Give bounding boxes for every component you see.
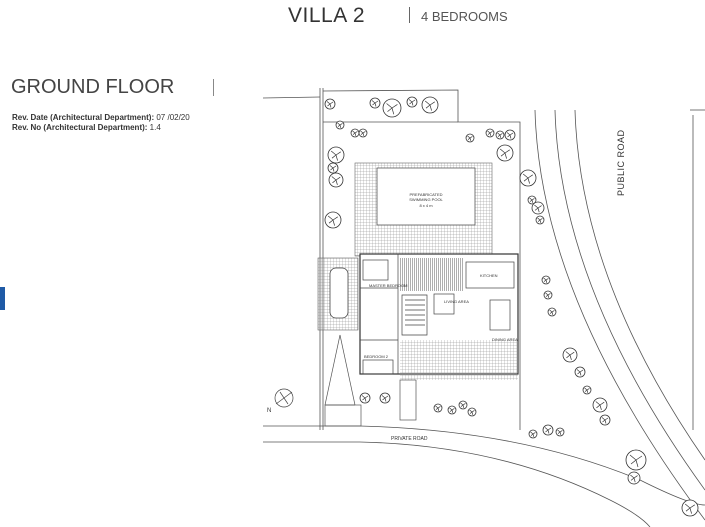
tree-icon (681, 499, 699, 517)
tree-icon (527, 195, 537, 205)
tree-icon (555, 427, 565, 437)
tree-icon (627, 471, 641, 485)
tree-icon (592, 397, 608, 413)
tree-icon (625, 449, 647, 471)
tree-icon (359, 392, 371, 404)
tree-icon (531, 201, 545, 215)
bedrooms-subtitle: 4 BEDROOMS (421, 9, 508, 24)
tree-icon (541, 275, 551, 285)
floor-title: GROUND FLOOR (11, 76, 175, 98)
tree-icon (465, 133, 475, 143)
tree-icon (599, 414, 611, 426)
rev-no: Rev. No (Architectural Department): 1.4 (12, 123, 161, 132)
site-lines (262, 88, 705, 527)
public-road-label: PUBLIC ROAD (616, 129, 626, 196)
villa-title: VILLA 2 (288, 4, 366, 27)
pool-label: PREFABRICATED (409, 192, 442, 197)
tree-icon (496, 144, 514, 162)
svg-text:N: N (267, 408, 271, 414)
tree-icon (467, 407, 477, 417)
tree-icon (582, 385, 592, 395)
tree-icon (421, 96, 439, 114)
interior (360, 254, 515, 375)
tree-icon (327, 146, 345, 164)
tree-icon (369, 97, 381, 109)
compass-icon: N (267, 388, 294, 414)
tree-icon (519, 169, 537, 187)
rev-date: Rev. Date (Architectural Department): 07… (12, 113, 190, 122)
tree-icon (379, 392, 391, 404)
pool-label: SWIMMING POOL (409, 197, 443, 202)
tree-icon (433, 403, 443, 413)
divider (213, 79, 214, 96)
tree-icon (458, 400, 468, 410)
tree-icon (485, 128, 495, 138)
tree-icon (504, 129, 516, 141)
trees (324, 96, 699, 517)
tree-icon (327, 162, 339, 174)
tree-icon (495, 130, 505, 140)
swimming-pool (376, 167, 476, 226)
tree-icon (547, 307, 557, 317)
tree-icon (574, 366, 586, 378)
tree-icon (324, 98, 336, 110)
accent-bar (0, 287, 5, 310)
tree-icon (335, 120, 345, 130)
tree-icon (406, 96, 418, 108)
room-label: LIVING AREA (444, 299, 469, 304)
tree-icon (324, 211, 342, 229)
tree-icon (328, 172, 344, 188)
pool-size: 8 x 4 m (419, 203, 433, 208)
tree-icon (528, 429, 538, 439)
tree-icon (535, 215, 545, 225)
tree-icon (358, 128, 368, 138)
room-label: MASTER BEDROOM (369, 283, 407, 288)
terrace (400, 340, 518, 380)
pergola (400, 258, 464, 291)
tree-icon (447, 405, 457, 415)
room-label: BEDROOM 2 (364, 354, 389, 359)
tree-icon (562, 347, 578, 363)
tree-icon (542, 424, 554, 436)
room-label: KITCHEN (480, 273, 498, 278)
divider (409, 7, 410, 23)
car-icon (329, 267, 349, 319)
tree-icon (382, 98, 402, 118)
driveway (324, 334, 417, 427)
room-label: DINING AREA (492, 337, 518, 342)
private-road-label: PRIVATE ROAD (391, 436, 428, 442)
tree-icon (543, 290, 553, 300)
tree-icon (350, 128, 360, 138)
